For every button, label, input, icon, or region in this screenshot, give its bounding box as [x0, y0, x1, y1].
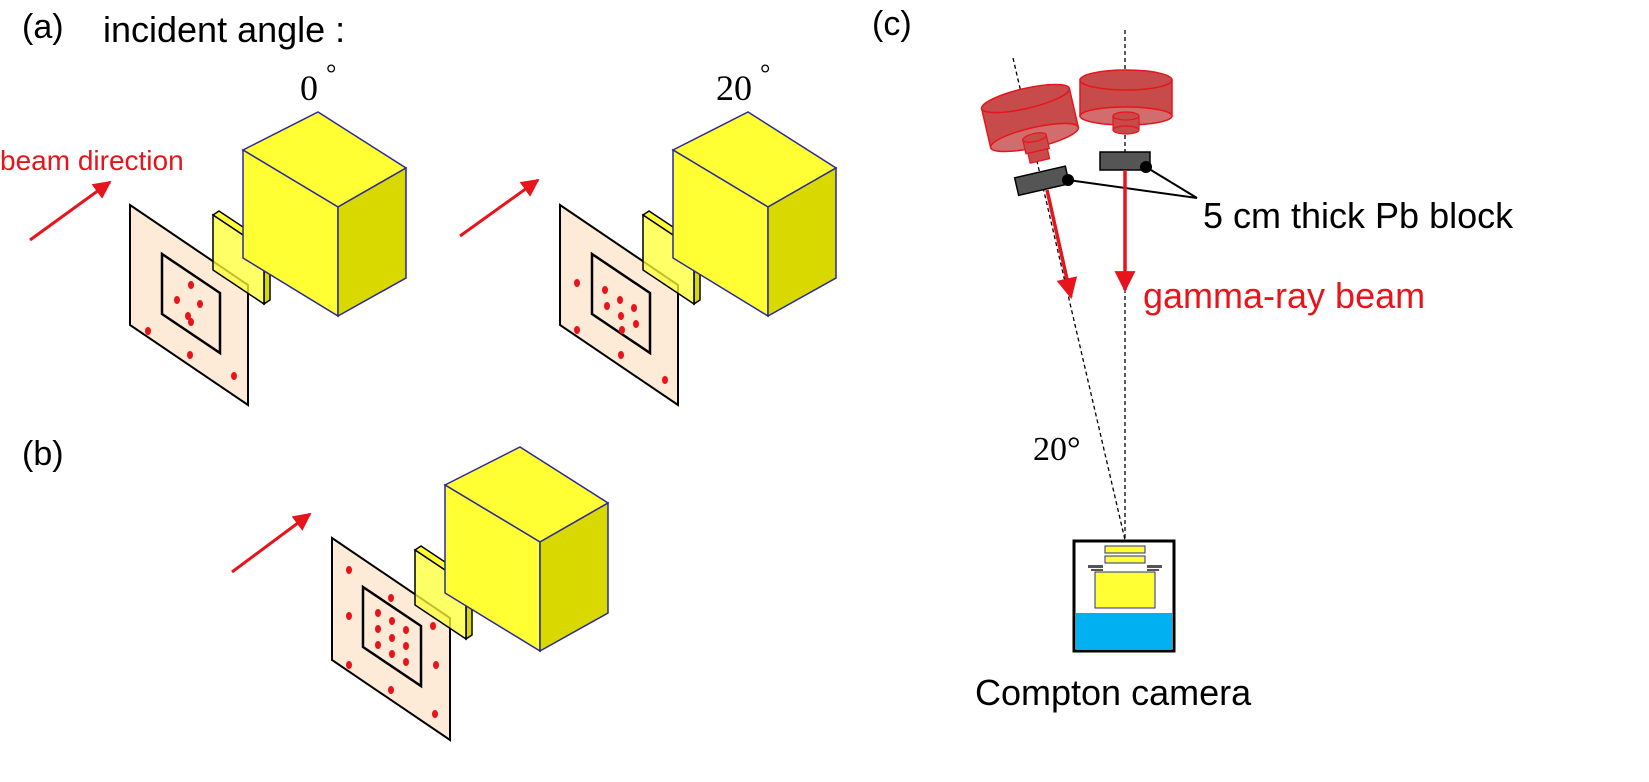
angle-label-0: 0 °	[300, 59, 336, 108]
marker-dot	[188, 281, 194, 289]
film-plate-a-right	[559, 203, 679, 407]
degree-symbol-0: °	[326, 59, 336, 88]
marker-dot	[389, 650, 395, 658]
markers-a-left	[145, 281, 237, 380]
marker-dot	[604, 302, 610, 310]
markers-a-right	[574, 279, 668, 384]
marker-dot	[662, 376, 668, 384]
angle-value-0: 0	[300, 68, 318, 108]
camera-cooling-block	[1076, 613, 1172, 649]
pb-block-tilted	[1013, 165, 1071, 197]
camera-plate-right-2	[1147, 569, 1159, 571]
marker-dot	[574, 279, 580, 287]
marker-dot	[388, 594, 394, 602]
film-inner-square	[361, 584, 423, 689]
marker-dot	[618, 312, 624, 320]
beam-direction-label: beam direction	[0, 145, 184, 176]
marker-dot	[187, 351, 193, 359]
marker-dot	[388, 686, 394, 694]
beam-direction-arrow	[29, 180, 112, 242]
beam-arrow-b	[231, 512, 312, 574]
marker-dot	[430, 622, 436, 630]
marker-dot	[197, 300, 203, 308]
camera-absorber	[1094, 571, 1156, 609]
angle-label-20: 20 °	[716, 59, 770, 108]
beam-arrow-a-right	[459, 178, 540, 238]
beam-source-tilted	[980, 83, 1080, 164]
marker-dot	[231, 372, 237, 380]
marker-dot	[389, 617, 395, 625]
beam-source-vertical	[1079, 69, 1173, 135]
leader-line-tilted	[1067, 179, 1198, 199]
phantom-cube-b	[443, 446, 610, 653]
camera-scatterer-2	[1104, 555, 1146, 564]
marker-dot	[433, 661, 439, 669]
panel-c-label: (c)	[872, 5, 912, 43]
gamma-ray-beam-label: gamma-ray beam	[1143, 275, 1425, 316]
panel-a-label: (a)	[22, 8, 64, 46]
marker-dot	[574, 326, 580, 334]
marker-dot	[174, 296, 180, 304]
panel-b: (b)	[22, 435, 610, 742]
marker-dot	[375, 641, 381, 649]
compton-camera	[1072, 539, 1176, 653]
camera-plate-right	[1147, 565, 1162, 568]
marker-dot	[403, 642, 409, 650]
marker-dot	[633, 320, 639, 328]
angle-20-label: 20°	[1033, 431, 1081, 468]
panel-b-label: (b)	[22, 435, 64, 473]
marker-dot	[618, 351, 624, 359]
pb-block-label: 5 cm thick Pb block	[1203, 195, 1514, 236]
gamma-beam-tilted	[1045, 189, 1078, 300]
marker-dot	[403, 626, 409, 634]
marker-dot	[617, 296, 623, 304]
film-plate-a-left	[129, 203, 249, 407]
marker-dot	[145, 327, 151, 335]
phantom-cube-a-left	[241, 111, 408, 318]
marker-dot	[346, 612, 352, 620]
marker-dot	[619, 326, 625, 334]
degree-symbol-20: °	[760, 59, 770, 88]
phantom-cube-a-right	[671, 111, 838, 318]
marker-dot	[346, 566, 352, 574]
marker-dot	[403, 658, 409, 666]
leader-line-vertical	[1145, 166, 1198, 199]
panel-c: (c) 5 cm t	[872, 5, 1514, 713]
marker-dot	[375, 609, 381, 617]
markers-b	[346, 566, 439, 718]
marker-dot	[631, 304, 637, 312]
marker-dot	[185, 312, 191, 320]
camera-scatterer-1	[1104, 545, 1146, 554]
camera-plate-left-2	[1091, 569, 1103, 571]
marker-dot	[602, 286, 608, 294]
marker-dot	[375, 625, 381, 633]
marker-dot	[188, 318, 194, 326]
marker-dot	[389, 634, 395, 642]
incident-angle-heading: incident angle :	[103, 9, 345, 50]
camera-plate-left	[1088, 565, 1103, 568]
marker-dot	[432, 710, 438, 718]
film-inner-square	[590, 251, 652, 356]
angle-value-20: 20	[716, 68, 752, 108]
panel-a: (a) incident angle : 0 ° beam direction	[0, 8, 838, 407]
film-inner-square	[160, 251, 222, 356]
film-plate-b	[331, 536, 451, 742]
compton-camera-label: Compton camera	[975, 672, 1252, 713]
marker-dot	[346, 661, 352, 669]
